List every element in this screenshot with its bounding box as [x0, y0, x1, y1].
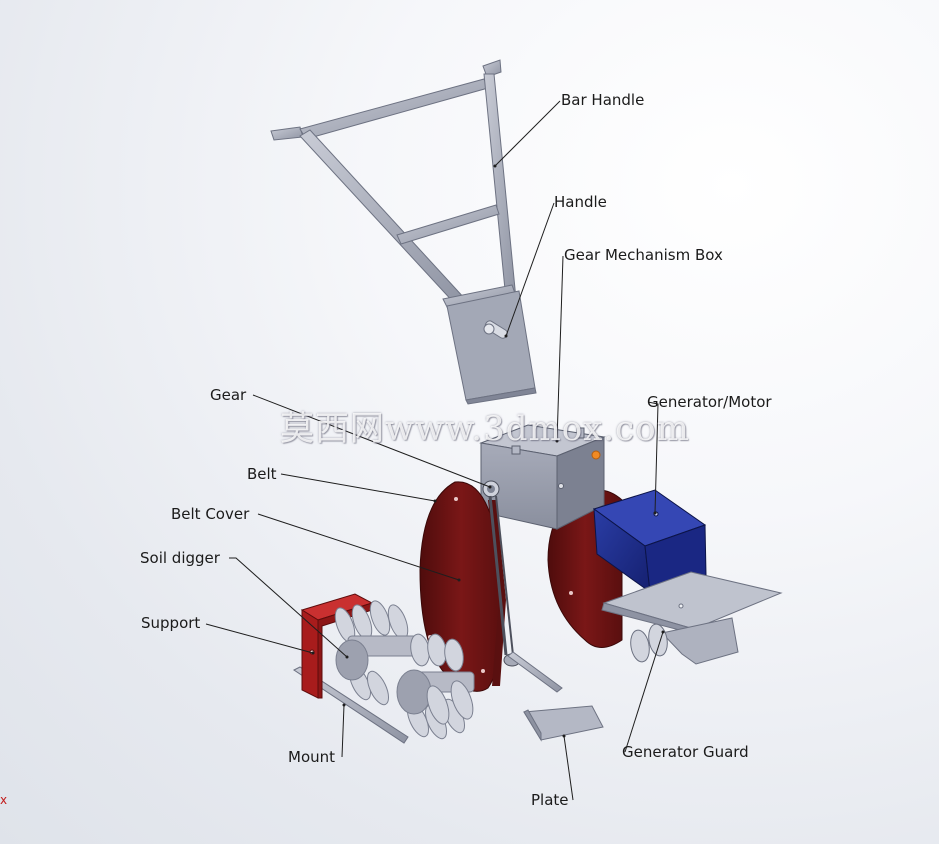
- leader-dots: [311, 164, 665, 738]
- leader-generator-motor: [647, 401, 659, 514]
- label-handle: Handle: [554, 193, 607, 211]
- label-generator-motor: Generator/Motor: [647, 393, 772, 411]
- handle-part: [446, 290, 537, 405]
- leader-bar-handle: [494, 100, 561, 167]
- leader-generator-guard: [624, 631, 664, 753]
- label-generator-guard: Generator Guard: [622, 743, 749, 761]
- leader-belt: [280, 473, 436, 502]
- belt-part: [488, 495, 521, 667]
- label-gear: Gear: [210, 386, 247, 404]
- label-mount: Mount: [288, 748, 336, 766]
- support-part: [300, 593, 374, 699]
- gear-part: [482, 480, 500, 498]
- label-belt: Belt: [247, 465, 277, 483]
- corner-mark: x: [0, 793, 8, 807]
- leader-lines: [205, 100, 664, 801]
- leader-gear-mechanism-box: [556, 255, 564, 442]
- label-support: Support: [141, 614, 201, 632]
- bar-handle-part: [270, 59, 517, 310]
- generator-guard-part: [601, 571, 783, 665]
- label-soil-digger: Soil digger: [140, 549, 220, 567]
- leader-plate: [563, 735, 574, 801]
- label-gear-mechanism-box: Gear Mechanism Box: [564, 246, 723, 264]
- leader-gear: [252, 394, 491, 488]
- leader-support: [205, 623, 314, 654]
- leader-belt-cover: [257, 513, 460, 581]
- leader-soil-digger: [229, 557, 348, 658]
- leader-handle: [505, 202, 555, 337]
- label-plate: Plate: [531, 791, 569, 809]
- label-belt-cover: Belt Cover: [171, 505, 250, 523]
- soil-digger-part: [334, 600, 475, 740]
- leader-mount: [341, 704, 345, 758]
- gear-mechanism-box-part: [479, 424, 606, 530]
- watermark-text: 莫西网www.3dmox.com: [280, 409, 690, 449]
- plate-part: [523, 705, 604, 742]
- label-bar-handle: Bar Handle: [561, 91, 645, 109]
